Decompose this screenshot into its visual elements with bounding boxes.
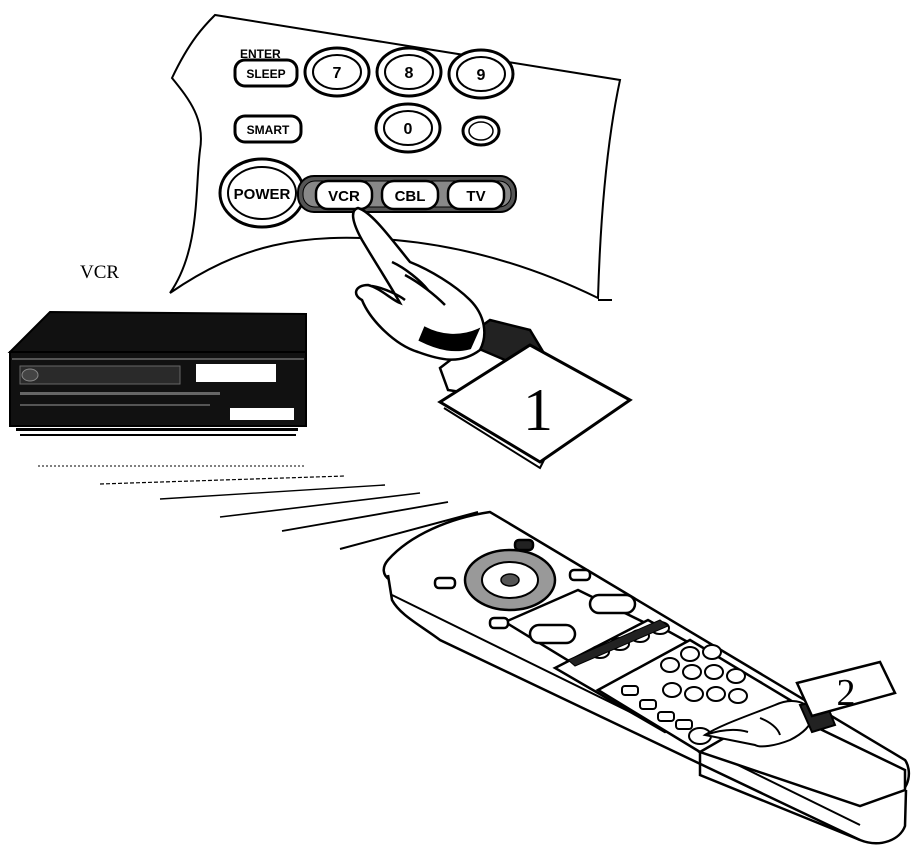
cbl-mode-label: CBL	[395, 188, 426, 205]
vcr-device-icon	[10, 312, 306, 436]
ir-signal-lines	[38, 466, 478, 549]
digit-7-label: 7	[333, 65, 342, 82]
tv-mode-button[interactable]: TV	[448, 181, 504, 209]
round-button[interactable]	[463, 117, 499, 145]
digit-0-button[interactable]: 0	[376, 104, 440, 152]
vcr-device-label: VCR	[80, 262, 119, 283]
sleep-button-label: SLEEP	[246, 67, 285, 81]
vcr-mode-button[interactable]: VCR	[316, 181, 372, 209]
cbl-mode-button[interactable]: CBL	[382, 181, 438, 209]
vcr-mode-label: VCR	[328, 188, 360, 205]
step-1-number: 1	[523, 377, 553, 443]
power-button[interactable]: POWER	[220, 159, 304, 227]
digit-8-button[interactable]: 8	[377, 48, 441, 96]
digit-7-button[interactable]: 7	[305, 48, 369, 96]
digit-0-label: 0	[404, 121, 413, 138]
digit-9-button[interactable]: 9	[449, 50, 513, 98]
power-button-label: POWER	[234, 186, 291, 203]
smart-button[interactable]: SMART	[235, 116, 301, 142]
sleep-button[interactable]: SLEEP	[235, 60, 297, 86]
tv-mode-label: TV	[466, 188, 485, 205]
smart-button-label: SMART	[247, 123, 290, 137]
digit-9-label: 9	[477, 67, 486, 84]
digit-8-label: 8	[405, 65, 414, 82]
step-2-number: 2	[837, 672, 856, 714]
step-2-card: 2	[797, 662, 895, 716]
